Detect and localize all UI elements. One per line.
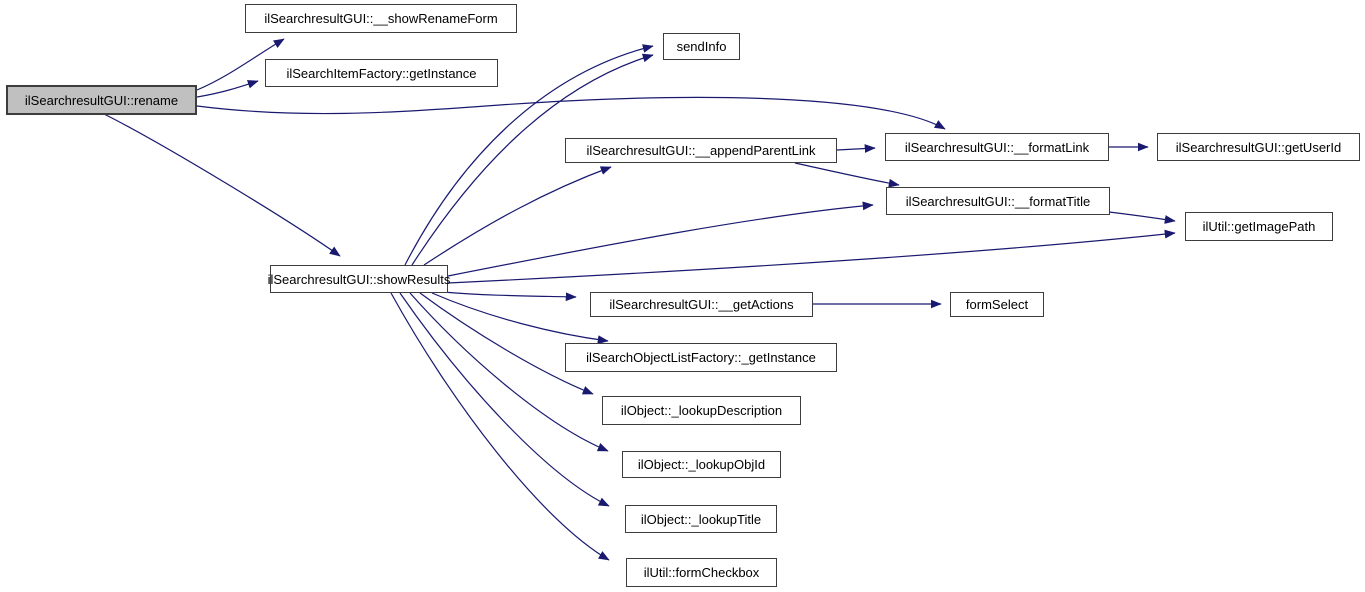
node-lookup-description[interactable]: ilObject::_lookupDescription (602, 396, 801, 425)
edge-show-results-to-send-info-1 (404, 44, 654, 266)
node-append-parent-link[interactable]: ilSearchresultGUI::__appendParentLink (565, 138, 837, 163)
node-get-actions[interactable]: ilSearchresultGUI::__getActions (590, 292, 813, 317)
edge-rename-to-item-factory-get-instance (196, 80, 259, 98)
node-get-user-id[interactable]: ilSearchresultGUI::getUserId (1157, 133, 1360, 161)
node-lookup-title[interactable]: ilObject::_lookupTitle (625, 505, 777, 533)
node-form-select[interactable]: formSelect (950, 292, 1044, 317)
node-obj-list-factory-get-instance[interactable]: ilSearchObjectListFactory::_getInstance (565, 343, 837, 372)
edge-show-results-to-obj-list-factory-get-instance (431, 292, 609, 345)
node-show-rename-form[interactable]: ilSearchresultGUI::__showRenameForm (245, 4, 517, 33)
node-rename[interactable]: ilSearchresultGUI::rename (6, 85, 197, 115)
edge-append-parent-link-to-format-link (836, 144, 876, 153)
node-get-image-path[interactable]: ilUtil::getImagePath (1185, 212, 1333, 241)
edge-append-parent-link-to-format-title (794, 162, 900, 188)
edge-rename-to-show-results (103, 113, 341, 257)
node-form-checkbox[interactable]: ilUtil::formCheckbox (626, 558, 777, 587)
node-item-factory-get-instance[interactable]: ilSearchItemFactory::getInstance (265, 59, 498, 87)
edge-show-results-to-lookup-title (399, 292, 610, 507)
node-format-title[interactable]: ilSearchresultGUI::__formatTitle (886, 187, 1110, 215)
edge-show-results-to-lookup-description (419, 292, 594, 395)
edge-show-results-to-send-info-2 (411, 53, 654, 266)
edge-show-results-to-append-parent-link (423, 166, 612, 266)
edge-rename-to-format-link (196, 96, 946, 130)
edge-rename-to-show-rename-form (196, 38, 285, 91)
node-send-info[interactable]: sendInfo (663, 33, 740, 60)
edge-show-results-to-lookup-obj-id (409, 292, 609, 452)
node-show-results[interactable]: ilSearchresultGUI::showResults (268, 265, 450, 293)
edge-show-results-to-get-actions (442, 291, 577, 302)
edge-show-results-to-form-checkbox (390, 292, 610, 561)
node-lookup-obj-id[interactable]: ilObject::_lookupObjId (622, 451, 781, 478)
edge-format-title-to-get-image-path (1108, 211, 1176, 224)
edge-show-results-to-format-title (447, 201, 874, 277)
edge-show-results-to-get-image-path (447, 229, 1176, 284)
node-format-link[interactable]: ilSearchresultGUI::__formatLink (885, 133, 1109, 161)
